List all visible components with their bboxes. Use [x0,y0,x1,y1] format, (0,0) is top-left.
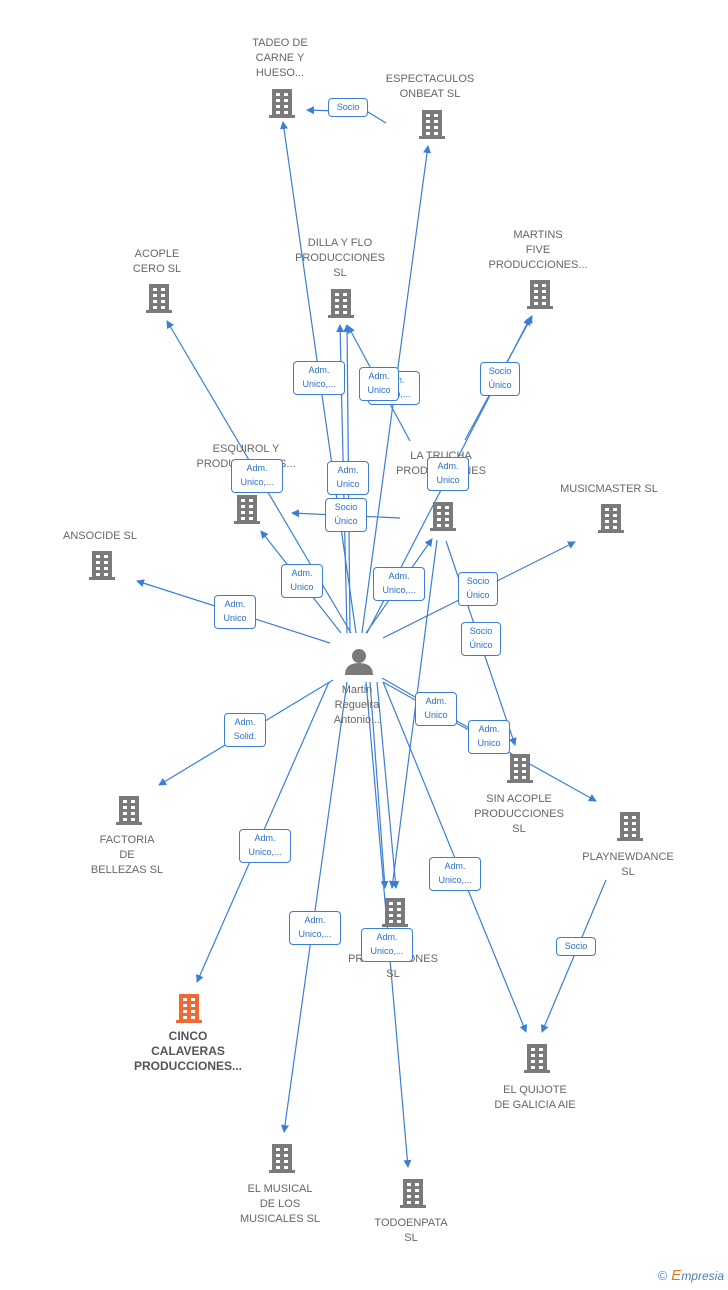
edge-line [388,539,438,889]
relation-label[interactable]: Socio Único [458,572,498,606]
company-label-todoenpata[interactable]: TODOENPATA SL [374,1217,448,1244]
relation-label[interactable]: Adm. Unico,... [293,361,345,395]
company-label-cinco[interactable]: CINCO CALAVERAS PRODUCCIONES... [133,1029,242,1073]
relation-label[interactable]: Adm. Unico [327,461,369,495]
relation-label[interactable]: Adm. Unico,... [239,829,291,863]
company-label-musicmaster[interactable]: MUSICMASTER SL [560,483,658,495]
relation-label[interactable]: Adm. Solid. [224,713,266,747]
company-label-dilla[interactable]: DILLA Y FLO PRODUCCIONES SL [295,237,385,279]
relation-label[interactable]: Adm. Unico,... [429,857,481,891]
building-icon[interactable] [419,110,445,139]
company-label-ansocide[interactable]: ANSOCIDE SL [63,530,137,542]
edge-line [541,879,607,1033]
brand-initial: E [671,1267,682,1284]
relation-label[interactable]: Adm. Unico,... [289,911,341,945]
copyright-icon: © [657,1268,668,1283]
relation-label[interactable]: Socio Único [480,362,520,396]
company-label-playnewdance[interactable]: PLAYNEWDANCE SL [582,851,674,878]
relation-label[interactable]: Adm. Unico [415,692,457,726]
building-icon[interactable] [617,812,643,841]
relation-label[interactable]: Adm. Unico [281,564,323,598]
icons-layer [89,89,643,1208]
building-icon[interactable] [430,502,456,531]
relation-label[interactable]: Adm. Unico,... [231,459,283,493]
building-icon[interactable] [400,1179,426,1208]
building-icon[interactable] [328,289,354,318]
building-icon[interactable] [176,994,202,1023]
relation-label[interactable]: Adm. Unico [214,595,256,629]
building-icon[interactable] [598,504,624,533]
building-icon[interactable] [507,754,533,783]
building-icon[interactable] [116,796,142,825]
person-icon[interactable] [345,649,373,675]
edge-line [369,681,389,889]
relation-label[interactable]: Socio [328,98,368,117]
building-icon[interactable] [269,1144,295,1173]
relation-label[interactable]: Socio Único [325,498,367,532]
building-icon[interactable] [269,89,295,118]
company-label-acople[interactable]: ACOPLE CERO SL [132,248,182,275]
building-icon[interactable] [146,284,172,313]
company-label-tadeo[interactable]: TADEO DE CARNE Y HUESO... [252,37,308,79]
edge-line [306,106,387,124]
empresia-brand[interactable]: ©Empresia [658,1267,724,1284]
relation-label[interactable]: Socio [556,937,596,956]
relation-label[interactable]: Adm. Unico,... [361,928,413,962]
company-label-martins[interactable]: MARTINS FIVE PRODUCCIONES... [488,229,588,271]
company-label-espectaculos[interactable]: ESPECTACULOS ONBEAT SL [385,73,475,100]
company-label-factoria[interactable]: FACTORIA DE BELLEZAS SL [90,834,164,876]
relation-label[interactable]: Adm. Unico [359,367,399,401]
company-label-sinacople[interactable]: SIN ACOPLE PRODUCCIONES SL [474,793,564,835]
edge-line [281,681,348,1133]
building-icon[interactable] [524,1044,550,1073]
relation-label[interactable]: Adm. Unico [427,457,469,491]
company-label-musical[interactable]: EL MUSICAL DE LOS MUSICALES SL [239,1183,321,1225]
relation-label[interactable]: Adm. Unico,... [373,567,425,601]
company-label-quijote[interactable]: EL QUIJOTE DE GALICIA AIE [494,1084,576,1111]
relation-label[interactable]: Adm. Unico [468,720,510,754]
brand-name: mpresia [681,1269,724,1283]
building-icon[interactable] [234,495,260,524]
building-icon[interactable] [382,898,408,927]
edge-line [376,681,400,889]
person-name[interactable]: Martin Regueira Antonio... [333,684,381,726]
building-icon[interactable] [527,280,553,309]
relation-label[interactable]: Socio Único [461,622,501,656]
building-icon[interactable] [89,551,115,580]
